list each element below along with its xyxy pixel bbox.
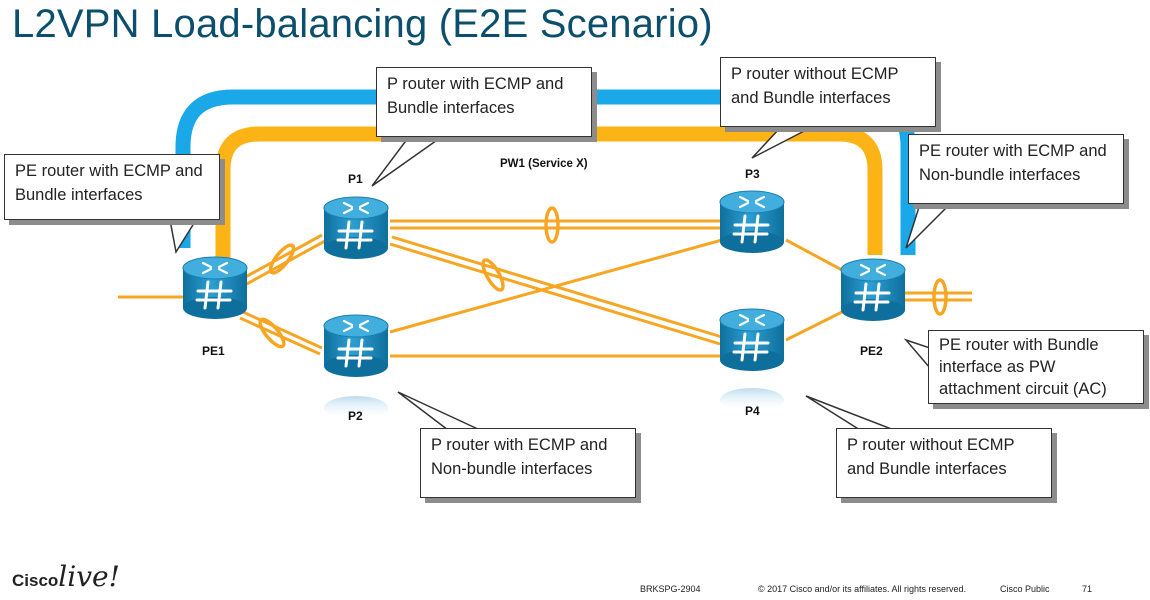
callout-pe2-bottom: PE router with Bundle interface as PW at… xyxy=(928,330,1144,404)
slide-title: L2VPN Load-balancing (E2E Scenario) xyxy=(12,2,713,46)
logo-event: live! xyxy=(58,560,120,593)
pointer-p1 xyxy=(371,137,443,187)
pointer-pe2-bottom xyxy=(903,338,931,371)
router-label-p2: P2 xyxy=(348,409,363,423)
footer-page-number: 71 xyxy=(1082,584,1093,594)
router-icon-pe2 xyxy=(839,257,907,323)
router-icon-pe1 xyxy=(181,255,249,321)
router-label-p3: P3 xyxy=(745,167,760,181)
pointer-p2 xyxy=(397,391,481,431)
router-label-pe1: PE1 xyxy=(202,344,225,358)
router-icon-p4 xyxy=(718,307,786,373)
footer-classification: Cisco Public xyxy=(1000,584,1050,594)
router-label-pe2: PE2 xyxy=(860,344,883,358)
bundle-oval-p1-p3 xyxy=(544,206,560,244)
footer-copyright: © 2017 Cisco and/or its affiliates. All … xyxy=(758,584,967,594)
router-label-p4: P4 xyxy=(745,404,760,418)
cisco-live-logo: Ciscolive! xyxy=(12,560,120,593)
pointer-p3 xyxy=(751,127,811,159)
callout-pe2-top: PE router with ECMP and Non-bundle inter… xyxy=(908,134,1124,204)
logo-brand: Cisco xyxy=(12,571,59,590)
callout-p2: P router with ECMP and Non-bundle interf… xyxy=(420,428,636,498)
callout-p3: P router without ECMP and Bundle interfa… xyxy=(720,57,936,127)
pointer-p4 xyxy=(805,395,895,431)
router-label-p1: P1 xyxy=(348,172,363,186)
bundle-oval-pe2-ac xyxy=(932,278,948,316)
router-icon-p2 xyxy=(322,313,390,379)
pointer-pe1 xyxy=(169,219,198,255)
footer-session: BRKSPG-2904 xyxy=(640,584,701,594)
callout-p4: P router without ECMP and Bundle interfa… xyxy=(836,428,1052,498)
pointer-pe2-top xyxy=(905,203,952,249)
pw-label: PW1 (Service X) xyxy=(500,158,588,170)
router-icon-p3 xyxy=(718,189,786,255)
router-icon-p1 xyxy=(322,195,390,261)
callout-pe1: PE router with ECMP and Bundle interface… xyxy=(4,154,220,220)
callout-p1: P router with ECMP and Bundle interfaces xyxy=(376,67,592,137)
